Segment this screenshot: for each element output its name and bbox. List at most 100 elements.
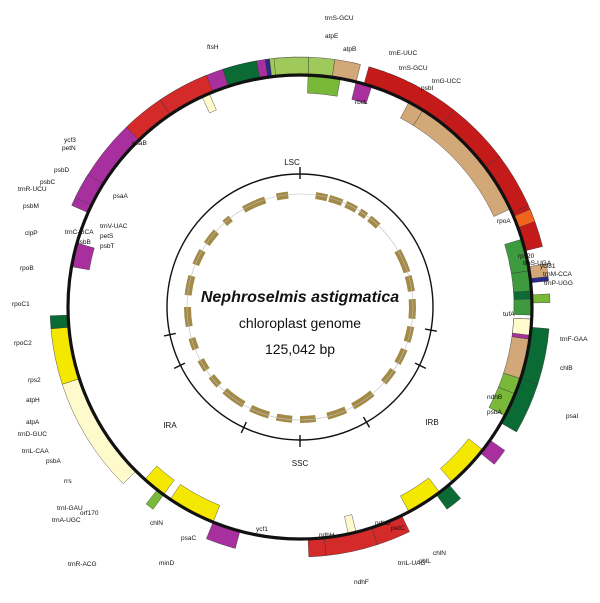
- gene-label: trnL-UAG: [398, 560, 425, 567]
- gene-label: trnC-GCA: [65, 229, 94, 236]
- gene-block: [307, 537, 327, 558]
- gene-label: trnF-GAA: [560, 336, 588, 343]
- gene-label: minD: [159, 560, 174, 567]
- gc-block: [275, 413, 293, 423]
- region-boundary-tick: [362, 416, 371, 428]
- gene-label: psbT: [100, 243, 114, 250]
- gene-label: ftsH: [207, 44, 219, 51]
- gene-label: atpA: [26, 419, 40, 426]
- gene-label: ycf3: [64, 137, 76, 144]
- gene-label: trnS-GCU: [399, 65, 428, 72]
- gc-block: [403, 325, 415, 343]
- gene-label: trnD-GUC: [18, 431, 47, 438]
- gene-label: rps2: [28, 377, 41, 384]
- gene-label: atpE: [325, 33, 339, 40]
- gc-block: [408, 298, 416, 320]
- gene-label: chlN: [433, 550, 446, 557]
- gene-label: trnS-GCU: [325, 15, 354, 22]
- gene-block: [513, 298, 533, 316]
- gc-block: [381, 367, 397, 385]
- gene-label: orf170: [80, 510, 99, 517]
- gc-block: [328, 194, 344, 206]
- gene-label: psaC: [181, 535, 196, 542]
- gene-label: trnM-CCA: [543, 271, 573, 278]
- gene-label: psbA: [487, 409, 502, 416]
- gene-block: [531, 293, 551, 304]
- gene-label: trnV-UAC: [100, 223, 128, 230]
- gene-block: [436, 484, 461, 510]
- gc-content-track: [184, 191, 416, 423]
- gene-label: tufA: [503, 311, 515, 318]
- genome-size: 125,042 bp: [265, 341, 335, 357]
- gene-label: psbM: [23, 203, 39, 210]
- region-ticks: [163, 167, 438, 447]
- gene-label: trnP-UGG: [544, 280, 573, 287]
- region-boundary-tick: [424, 328, 438, 332]
- gene-label: psbD: [54, 167, 69, 174]
- gene-label: atpB: [343, 46, 356, 53]
- gc-block: [394, 347, 408, 365]
- genome-subtitle: chloroplast genome: [239, 315, 361, 331]
- gc-block: [249, 404, 270, 419]
- gene-label: petS: [100, 233, 114, 240]
- gene-block: [480, 439, 506, 465]
- gc-guide-ring: [186, 193, 414, 421]
- gene-label: ycf1: [256, 526, 268, 533]
- gene-label: ndhB: [487, 394, 502, 401]
- gene-label: clpP: [25, 230, 38, 237]
- gene-label: trnE-UUC: [389, 50, 417, 57]
- gene-label: trnR-ACG: [68, 561, 97, 568]
- gene-label: rrs: [64, 478, 72, 485]
- gene-label: trnG-UCC: [432, 78, 461, 85]
- gene-label: trnI-GAU: [57, 505, 83, 512]
- gene-label: rpoC2: [14, 340, 32, 347]
- gc-block: [203, 229, 219, 247]
- gc-block: [192, 249, 206, 267]
- gc-block: [275, 191, 289, 201]
- gc-block: [184, 275, 196, 296]
- gc-block: [197, 358, 210, 372]
- gene-block: [512, 317, 532, 336]
- region-boundary-tick: [240, 421, 247, 434]
- region-label-lsc: LSC: [284, 158, 300, 167]
- gene-block: [50, 327, 80, 385]
- gc-block: [315, 192, 329, 202]
- gc-block: [404, 275, 415, 292]
- gene-label: trnA-UGC: [52, 517, 81, 524]
- gene-label: petN: [62, 145, 76, 152]
- region-tick: [414, 362, 427, 370]
- gene-label: trnR-UCU: [18, 186, 47, 193]
- gc-block: [188, 337, 199, 351]
- gene-label: ndhD: [375, 520, 391, 527]
- region-label-irb: IRB: [425, 418, 438, 427]
- gene-label: petC: [391, 525, 405, 532]
- gc-block: [351, 390, 375, 410]
- gene-label: rpoA: [497, 218, 511, 225]
- gene-label: ndhF: [354, 579, 369, 586]
- gc-block: [242, 196, 267, 213]
- gene-label: psbC: [40, 179, 55, 186]
- gc-block: [357, 208, 369, 219]
- inner-ring: [166, 173, 434, 441]
- gene-track: [49, 56, 551, 558]
- gc-block: [326, 406, 348, 420]
- gc-block: [222, 388, 246, 408]
- gene-label: chlL: [419, 558, 431, 565]
- region-boundary-tick: [163, 332, 176, 337]
- genome-backbone: [66, 73, 534, 541]
- gene-label: psaA: [113, 193, 128, 200]
- gc-block: [184, 307, 193, 328]
- gc-block: [344, 201, 358, 213]
- gene-labels: ftsHtrnS-GCUatpEatpBrbcLtrnE-UUCtrnS-GCU…: [12, 15, 588, 586]
- gene-label: atpH: [26, 397, 40, 404]
- gene-label: chlN: [150, 520, 163, 527]
- genome-title: Nephroselmis astigmatica: [201, 289, 399, 306]
- region-label-ira: IRA: [163, 421, 177, 430]
- region-tick: [173, 362, 186, 370]
- gc-block: [300, 414, 317, 423]
- gene-label: trnL-CAA: [22, 448, 49, 455]
- gene-label: ycf81: [540, 263, 556, 270]
- gene-label: trnS-UGA: [523, 260, 552, 267]
